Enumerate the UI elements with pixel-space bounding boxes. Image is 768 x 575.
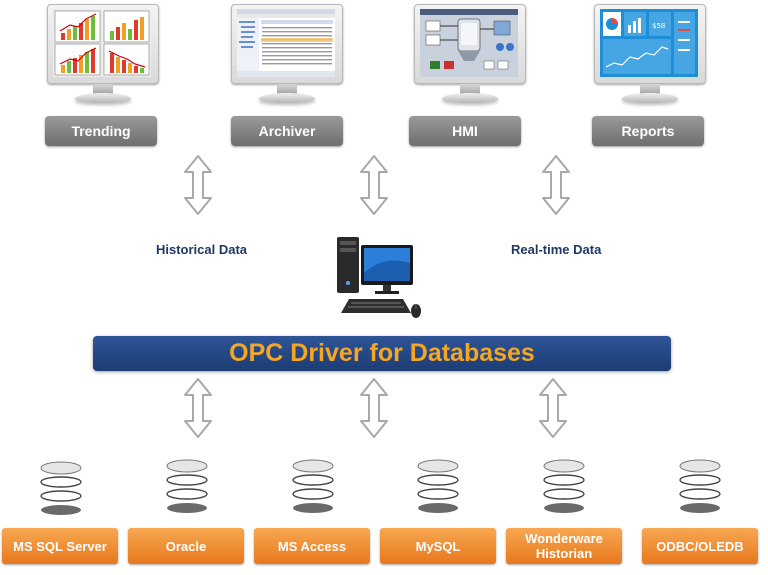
hmi-monitor [414, 4, 526, 112]
hmi-label: HMI [409, 116, 521, 146]
archiver-label: Archiver [231, 116, 343, 146]
double-arrow-icon [184, 378, 212, 438]
trending-monitor [47, 4, 159, 112]
db-label-wonderware-historian: Wonderware Historian [506, 528, 622, 564]
trending-charts-icon [53, 9, 151, 77]
db-label-mysql: MySQL [380, 528, 496, 564]
double-arrow-icon [360, 378, 388, 438]
database-icon [417, 459, 459, 513]
hmi-screen-icon [420, 9, 518, 77]
computer-icon [337, 237, 421, 318]
double-arrow-icon [360, 155, 388, 215]
double-arrow-icon [542, 155, 570, 215]
archiver-monitor [231, 4, 343, 112]
database-icon [679, 459, 721, 513]
database-icon [166, 459, 208, 513]
db-label-ms-sql-server: MS SQL Server [2, 528, 118, 564]
reports-label: Reports [592, 116, 704, 146]
double-arrow-icon [184, 155, 212, 215]
database-icon [40, 461, 82, 515]
database-icon [292, 459, 334, 513]
reports-monitor: $58 [594, 4, 706, 112]
db-label-odbc-oledb: ODBC/OLEDB [642, 528, 758, 564]
svg-text:$58: $58 [652, 22, 665, 30]
archiver-table-icon [237, 9, 335, 77]
realtime-data-caption: Real-time Data [511, 242, 602, 257]
opc-driver-bar: OPC Driver for Databases [93, 336, 671, 371]
historical-data-caption: Historical Data [156, 242, 248, 257]
reports-dashboard-icon: $58 [600, 9, 698, 77]
database-icon [543, 459, 585, 513]
db-label-ms-access: MS Access [254, 528, 370, 564]
double-arrow-icon [539, 378, 567, 438]
trending-label: Trending [45, 116, 157, 146]
db-label-oracle: Oracle [128, 528, 244, 564]
